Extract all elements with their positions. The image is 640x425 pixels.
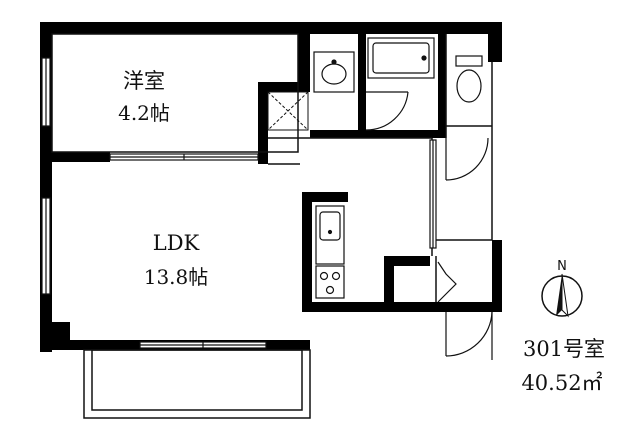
north-compass-icon: N [541, 259, 583, 318]
wall-right-lower [492, 240, 502, 312]
western-room-name: 洋室 [123, 69, 165, 93]
ldk-room-name: LDK [153, 231, 200, 255]
door-toilet-arc [445, 137, 489, 181]
windows [41, 57, 437, 349]
kitchen-sink-icon [315, 205, 345, 265]
balcony-inner [91, 349, 303, 411]
compass-north-label: N [557, 259, 567, 274]
wall-storage [384, 256, 430, 266]
bathtub-icon [367, 37, 435, 79]
wall-pier-left [258, 82, 268, 164]
balcony-outer [83, 349, 311, 419]
wall-kitchen [302, 192, 348, 202]
toilet-icon [455, 55, 483, 103]
door-washroom-arc [365, 91, 409, 131]
wall-western-ldk [52, 152, 110, 162]
doors [365, 91, 493, 360]
stove-icon [315, 265, 345, 299]
door-entrance-arc [445, 311, 493, 357]
wall-storage-left [384, 256, 394, 312]
wall-pier [258, 82, 310, 92]
wall-right-block [488, 22, 502, 62]
western-room-size: 4.2帖 [118, 101, 170, 125]
wall-top-wet [300, 22, 500, 34]
wash-basin-icon [313, 51, 355, 93]
interior-lines [51, 33, 493, 302]
closet-x [267, 91, 309, 131]
wall-western-right [298, 22, 310, 92]
wall-bath-right [438, 34, 446, 138]
ldk-room-size: 13.8帖 [144, 265, 209, 289]
wall-kitchen-bottom [302, 302, 502, 312]
unit-number: 301号室 [523, 337, 605, 361]
wall-kitchen-left [302, 192, 312, 312]
unit-area: 40.52㎡ [521, 371, 602, 395]
western-room-outline [51, 33, 299, 153]
wall-bath-left [358, 34, 366, 138]
wall-top-western [40, 22, 310, 34]
balcony [83, 349, 311, 419]
shoe-cabinet-door [437, 261, 457, 303]
wall-wet-sep [310, 130, 440, 138]
